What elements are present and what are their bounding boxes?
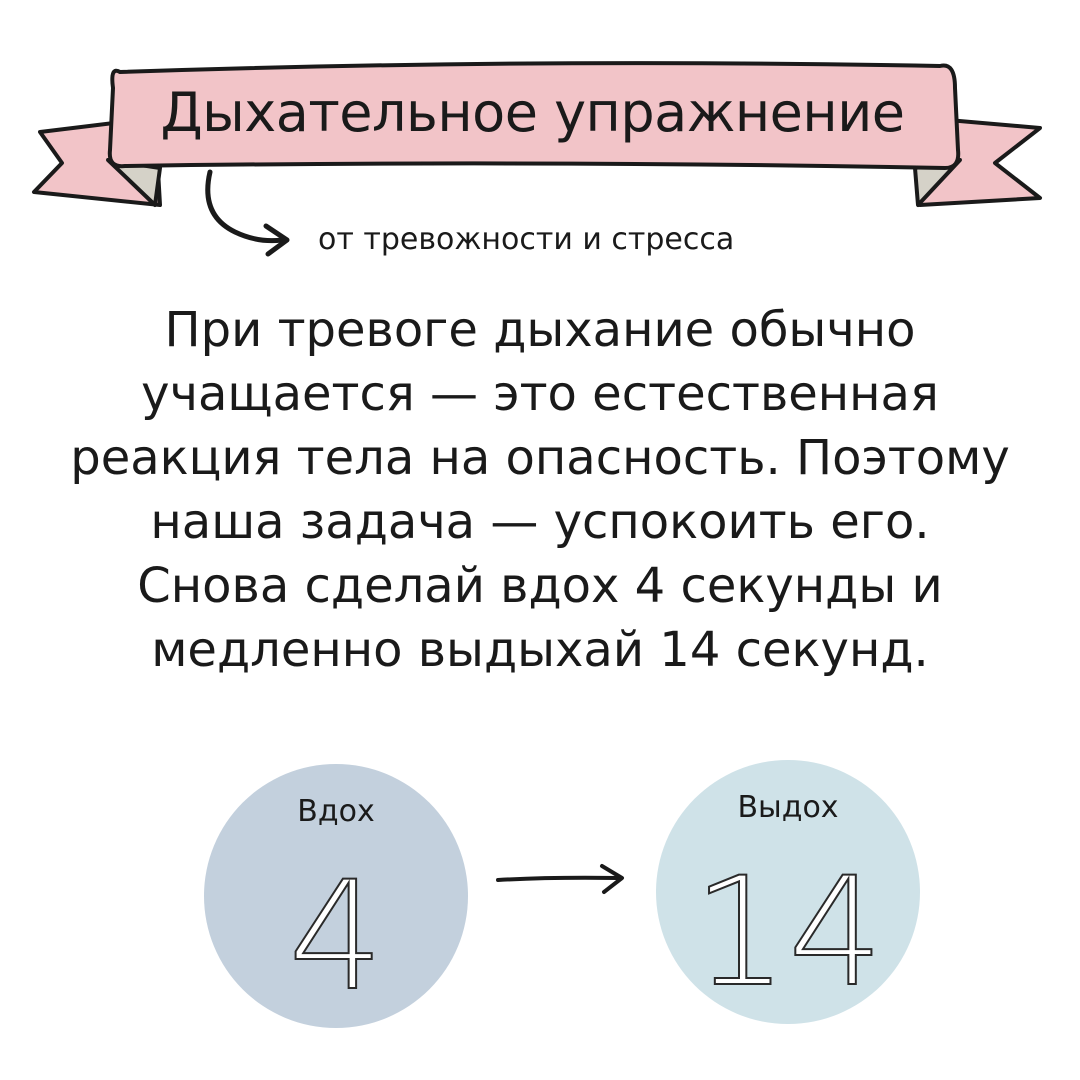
ribbon-banner xyxy=(32,61,1042,257)
instruction-text: При тревоге дыхание обычно учащается — э… xyxy=(40,298,1040,682)
right-arrow-icon xyxy=(496,864,624,894)
inhale-label: Вдох xyxy=(297,794,375,829)
instruction-line: наша задача — успокоить его. xyxy=(150,494,930,550)
instruction-line: реакция тела на опасность. Поэтому xyxy=(70,430,1010,486)
exhale-label: Выдох xyxy=(737,790,839,825)
instruction-line: учащается — это естественная xyxy=(141,366,939,422)
banner-subtitle: от тревожности и стресса xyxy=(318,222,735,257)
inhale-seconds: 4 xyxy=(287,850,384,1024)
exhale-circle: Выдох 14 xyxy=(656,760,920,1024)
instruction-line: При тревоге дыхание обычно xyxy=(164,302,916,358)
banner-title: Дыхательное упражнение xyxy=(160,80,905,144)
inhale-circle: Вдох 4 xyxy=(204,764,468,1028)
instruction-line: Снова сделай вдох 4 секунды и xyxy=(137,558,943,614)
ribbon-body xyxy=(107,61,961,170)
curved-arrow-icon xyxy=(205,169,290,257)
exhale-seconds: 14 xyxy=(692,846,885,1020)
instruction-line: медленно выдыхай 14 секунд. xyxy=(151,622,929,678)
